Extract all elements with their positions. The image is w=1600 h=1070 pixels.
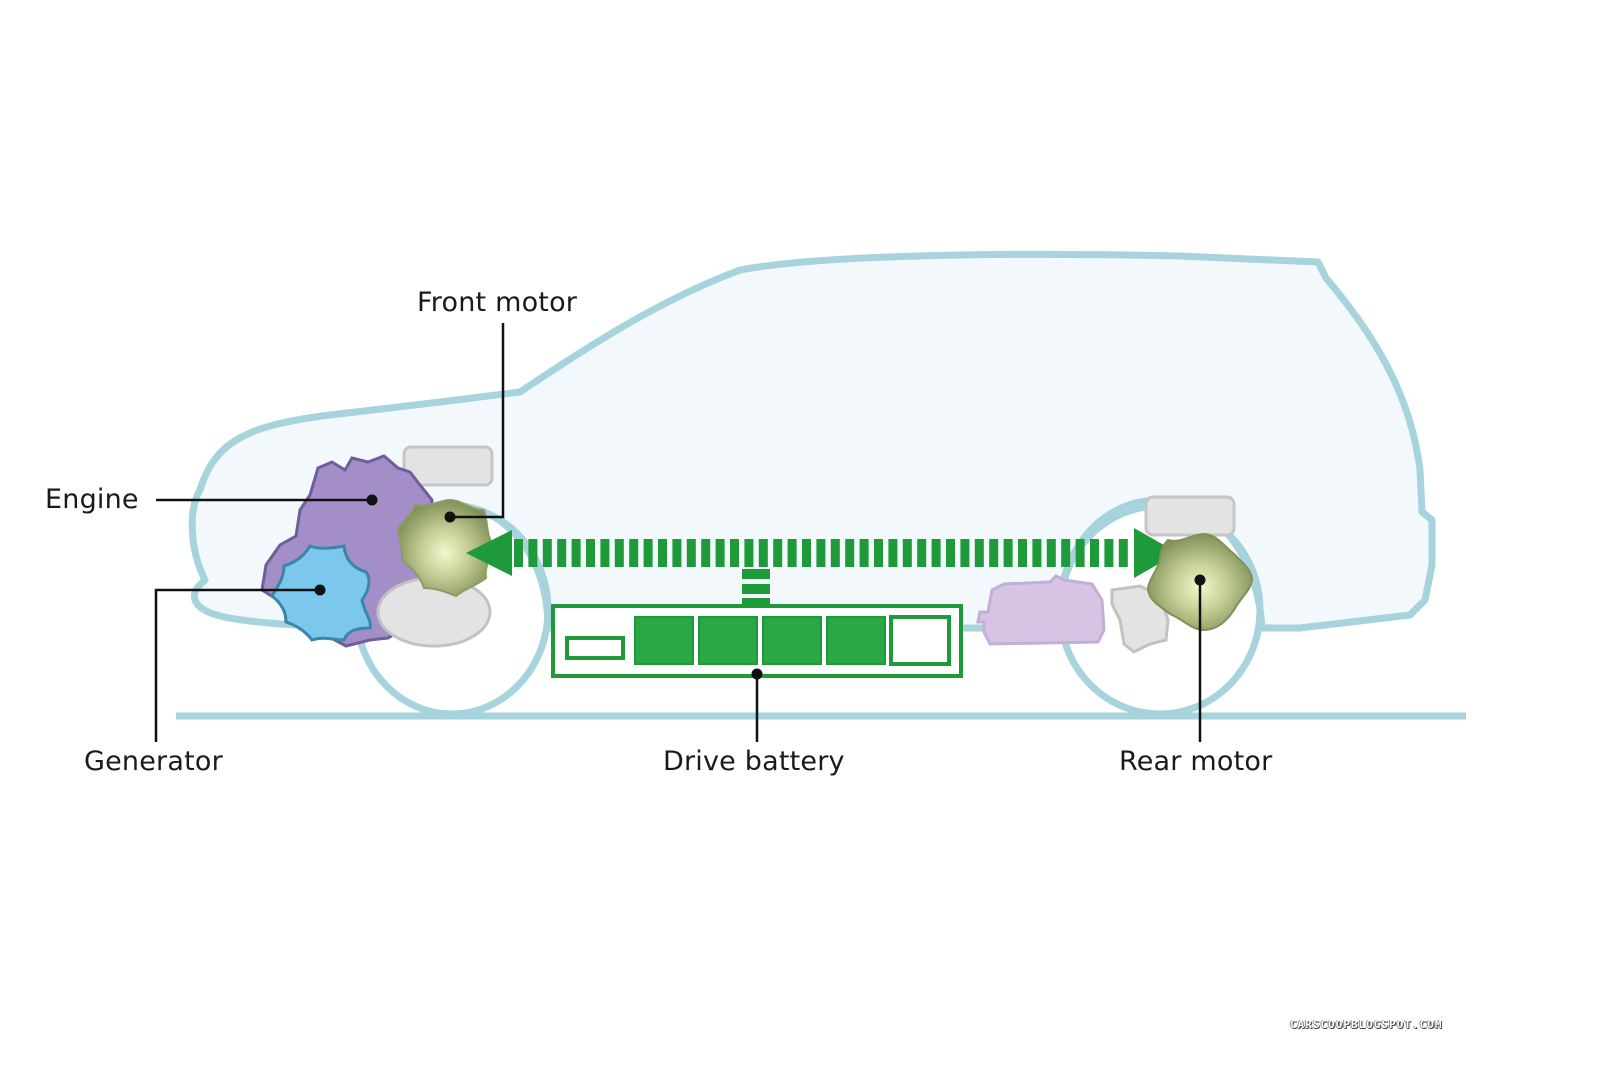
flow-dash xyxy=(542,539,552,567)
flow-dash xyxy=(917,539,927,567)
battery-connector-2 xyxy=(742,584,770,594)
flow-dash xyxy=(658,539,667,567)
flow-dash xyxy=(614,539,624,567)
flow-dash xyxy=(830,539,840,567)
battery-cell-filled xyxy=(698,616,758,665)
flow-dash xyxy=(1061,539,1071,567)
label-generator: Generator xyxy=(84,746,223,777)
flow-dash xyxy=(571,539,581,567)
flow-dash xyxy=(931,539,941,567)
dot-generator xyxy=(314,584,326,596)
flow-dash xyxy=(1032,539,1042,567)
flow-dash xyxy=(586,539,595,567)
front-inverter-box xyxy=(402,445,494,487)
flow-dash xyxy=(787,539,797,567)
flow-dash xyxy=(1018,539,1027,567)
flow-dash xyxy=(816,539,826,567)
flow-dash xyxy=(946,539,955,567)
flow-dash xyxy=(1104,539,1114,567)
flow-arrow-right xyxy=(1134,528,1178,578)
leader-lines xyxy=(154,323,1202,742)
flow-dash xyxy=(802,539,811,567)
battery-connector-3 xyxy=(742,598,770,608)
flow-dash xyxy=(672,539,682,567)
dot-rear-motor xyxy=(1194,574,1206,586)
flow-dash xyxy=(730,539,739,567)
flow-dash xyxy=(1046,539,1056,567)
flow-dash xyxy=(989,539,999,567)
flow-dash xyxy=(1003,539,1013,567)
flow-dash xyxy=(629,539,639,567)
flow-dash xyxy=(1075,539,1085,567)
fuel-tank-shape xyxy=(976,574,1106,646)
flow-dash xyxy=(557,539,567,567)
battery-terminal xyxy=(565,636,625,660)
dot-front-motor xyxy=(444,511,456,523)
flow-dash xyxy=(514,539,523,567)
leader-dots xyxy=(314,494,1206,680)
flow-dash xyxy=(528,539,538,567)
battery-cells xyxy=(634,615,951,666)
flow-dash xyxy=(686,539,696,567)
flow-dash xyxy=(744,539,754,567)
battery-connector-1 xyxy=(742,569,770,579)
watermark: CARSCOOPBLOGSPOT.COM xyxy=(1290,1018,1443,1031)
front-motor-shape xyxy=(396,498,494,598)
label-rear-motor: Rear motor xyxy=(1119,746,1273,777)
energy-flow-dashes xyxy=(514,539,1128,567)
flow-dash xyxy=(888,539,898,567)
dot-drive-battery xyxy=(751,668,763,680)
flow-dash xyxy=(701,539,711,567)
label-engine: Engine xyxy=(45,484,139,515)
flow-dash xyxy=(643,539,653,567)
leader-front-motor xyxy=(450,323,505,519)
flow-dash xyxy=(974,539,984,567)
label-drive-battery: Drive battery xyxy=(663,746,845,777)
flow-dash xyxy=(874,539,883,567)
flow-dash xyxy=(758,539,768,567)
battery-cell-filled xyxy=(826,616,886,665)
flow-dash xyxy=(859,539,869,567)
flow-arrow-left xyxy=(466,530,512,576)
flow-dash xyxy=(600,539,610,567)
flow-dash xyxy=(845,539,855,567)
dot-engine xyxy=(366,494,378,506)
flow-dash xyxy=(715,539,725,567)
battery-cell-filled xyxy=(634,616,694,665)
leader-generator xyxy=(154,588,320,742)
battery-cell-filled xyxy=(762,616,822,665)
flow-dash xyxy=(902,539,912,567)
flow-dash xyxy=(1090,539,1099,567)
battery-cell-empty xyxy=(889,615,951,666)
label-front-motor: Front motor xyxy=(417,287,578,318)
flow-dash xyxy=(1118,539,1128,567)
flow-dash xyxy=(773,539,783,567)
flow-dash xyxy=(960,539,970,567)
rear-inverter-box xyxy=(1144,495,1236,537)
